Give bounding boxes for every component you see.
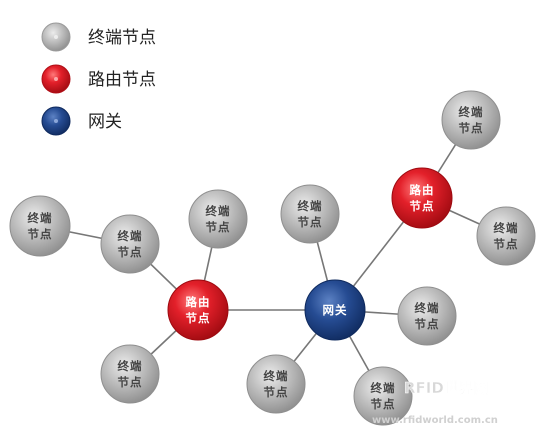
terminal-node-label-line1: 终端 [459, 105, 484, 119]
legend-item-terminal: 终端节点 [41, 22, 156, 52]
terminal-node-label-line1: 终端 [28, 211, 53, 225]
terminal-node: 终端 节点 [476, 206, 536, 266]
legend-item-gateway: 网关 [41, 106, 122, 136]
gateway-node: 网关 [304, 279, 366, 341]
terminal-node: 终端 节点 [397, 286, 457, 346]
terminal-node: 终端 节点 [441, 90, 501, 150]
terminal-node-label-line1: 终端 [118, 359, 143, 373]
router-node-label-line2: 节点 [410, 199, 435, 213]
terminal-node-label-line2: 节点 [459, 121, 484, 135]
terminal-node: 终端 节点 [100, 214, 160, 274]
terminal-node-label-line1: 终端 [118, 229, 143, 243]
router-node-label-line1: 路由 [410, 183, 435, 197]
terminal-node: 终端 节点 [188, 189, 248, 249]
terminal-node: 终端 节点 [280, 184, 340, 244]
terminal-node-label-line1: 终端 [298, 199, 323, 213]
legend-label-terminal: 终端节点 [88, 28, 156, 48]
terminal-node-label-line2: 节点 [118, 375, 143, 389]
router-node-label-line2: 节点 [186, 311, 211, 325]
terminal-node-label-line1: 终端 [494, 221, 519, 235]
terminal-nodes: 终端 节点 终端 节点 终端 节点 终端 节点 终端 节点 终端 节点 [9, 90, 536, 426]
watermark-brand: RFID世界网 [404, 379, 489, 397]
terminal-node-label-line2: 节点 [206, 220, 231, 234]
router-node: 路由 节点 [391, 167, 453, 229]
terminal-node-label-line1: 终端 [415, 301, 440, 315]
legend-label-gateway: 网关 [88, 112, 122, 132]
terminal-node-label-line1: 终端 [264, 369, 289, 383]
router-nodes: 路由 节点 路由 节点 [167, 167, 453, 341]
legend-item-router: 路由节点 [41, 64, 156, 94]
legend: 终端节点 路由节点 网关 [41, 22, 156, 136]
terminal-node-label-line2: 节点 [371, 397, 396, 411]
watermark: RFID世界网 www.rfidworld.com.cn [372, 379, 498, 426]
terminal-node-label-line2: 节点 [298, 215, 323, 229]
terminal-node-label-line2: 节点 [415, 317, 440, 331]
terminal-node-label-line1: 终端 [206, 204, 231, 218]
terminal-node-label-line2: 节点 [28, 227, 53, 241]
terminal-node: 终端 节点 [353, 366, 413, 426]
router-node-label-line1: 路由 [186, 295, 211, 309]
terminal-node: 终端 节点 [246, 354, 306, 414]
router-node: 路由 节点 [167, 279, 229, 341]
terminal-node-label-line2: 节点 [264, 385, 289, 399]
terminal-node-label-line1: 终端 [371, 381, 396, 395]
terminal-node: 终端 节点 [100, 344, 160, 404]
terminal-node-label-line2: 节点 [494, 237, 519, 251]
gateway-node-label: 网关 [323, 303, 348, 317]
terminal-node: 终端 节点 [9, 195, 71, 257]
watermark-url: www.rfidworld.com.cn [372, 415, 498, 426]
terminal-node-label-line2: 节点 [118, 245, 143, 259]
legend-label-router: 路由节点 [88, 70, 156, 90]
